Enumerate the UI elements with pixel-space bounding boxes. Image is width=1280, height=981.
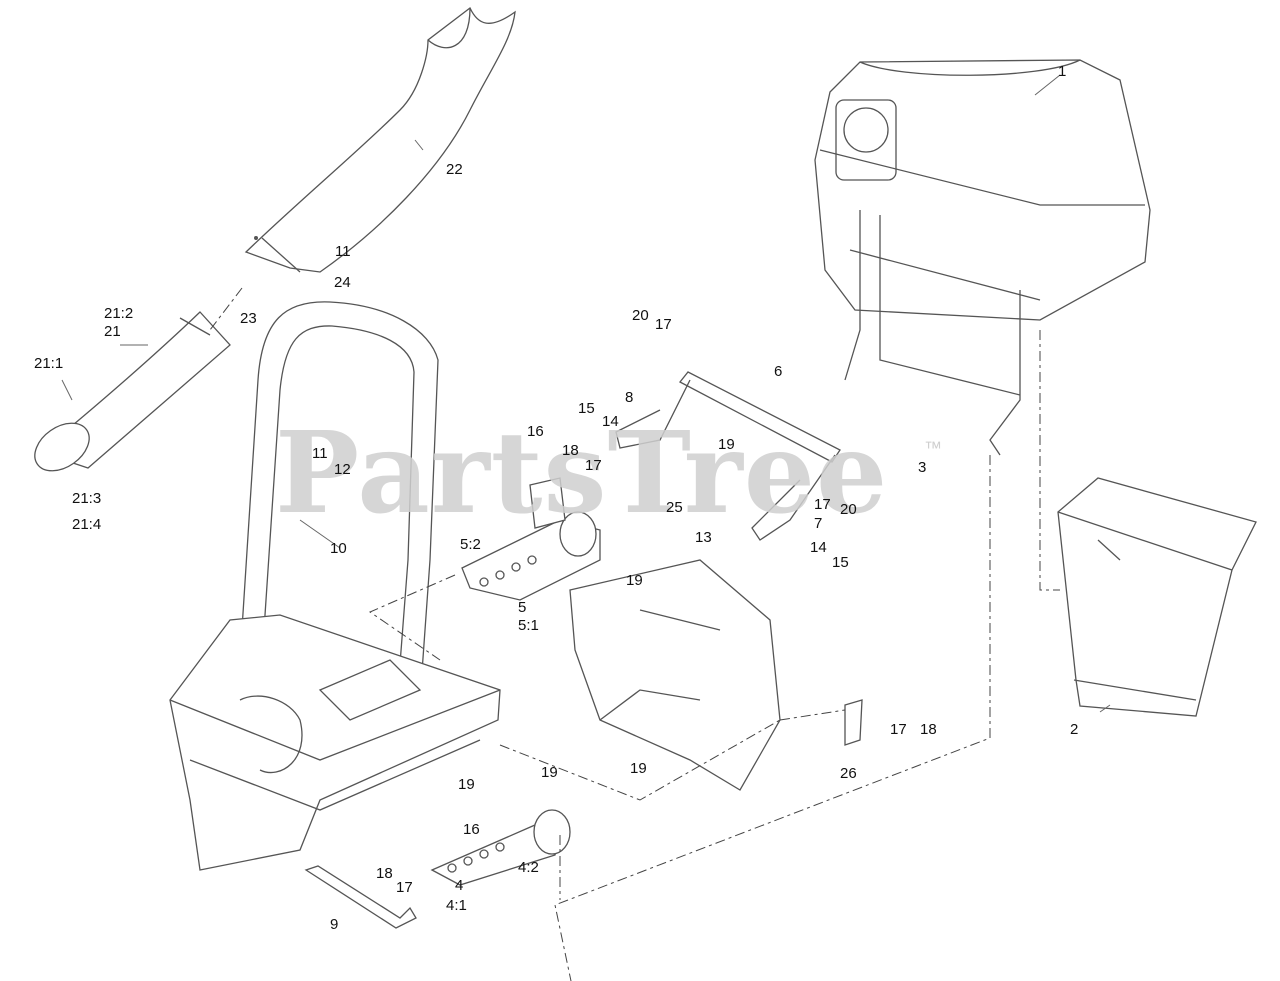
- mount-bracket-5-part: [461, 477, 601, 601]
- callout-21: 21: [104, 323, 121, 340]
- callout-10: 10: [330, 540, 347, 557]
- callout-11-lower: 11: [312, 445, 328, 462]
- callout-20-a: 20: [632, 307, 649, 324]
- grass-bag-part: [1057, 477, 1257, 717]
- callout-11-upper: 11: [335, 243, 351, 260]
- callout-19-b: 19: [626, 572, 643, 589]
- strap-9-part: [304, 865, 417, 929]
- callout-1: 1: [1058, 63, 1067, 80]
- callout-17-c: 17: [814, 496, 831, 513]
- callout-22: 22: [446, 161, 463, 178]
- callout-19-e: 19: [541, 764, 558, 781]
- callout-5-1: 5:1: [518, 617, 539, 634]
- callout-17-b: 17: [585, 457, 602, 474]
- callout-26: 26: [840, 765, 857, 782]
- callout-7: 7: [814, 515, 823, 532]
- callout-3: 3: [918, 459, 927, 476]
- deck-cover-part: [569, 559, 781, 791]
- callout-18-c: 18: [376, 865, 393, 882]
- callout-24: 24: [334, 274, 351, 291]
- callout-9: 9: [330, 916, 339, 933]
- callout-14-a: 14: [602, 413, 619, 430]
- callout-4: 4: [455, 877, 464, 894]
- callout-4-1: 4:1: [446, 897, 467, 914]
- callout-5-2: 5:2: [460, 536, 481, 553]
- callout-19-c: 19: [630, 760, 647, 777]
- partstree-watermark: PartsTree: [275, 408, 889, 539]
- bagger-hopper-part: [814, 59, 1151, 456]
- callout-18-a: 18: [562, 442, 579, 459]
- callout-8: 8: [625, 389, 634, 406]
- callout-17-a: 17: [655, 316, 672, 333]
- callout-2: 2: [1070, 721, 1079, 738]
- tractor-frame-part: [169, 614, 501, 871]
- callout-16-a: 16: [527, 423, 544, 440]
- callout-23: 23: [240, 310, 257, 327]
- bracket-26-part: [844, 699, 863, 746]
- callout-20-b: 20: [840, 501, 857, 518]
- callout-21-1: 21:1: [34, 355, 64, 372]
- mount-bracket-4-part: [430, 809, 571, 886]
- callout-21-3: 21:3: [72, 490, 102, 507]
- callout-6: 6: [774, 363, 783, 380]
- callout-16-b: 16: [463, 821, 480, 838]
- callout-12: 12: [334, 461, 351, 478]
- callout-leaders: [61, 74, 1111, 713]
- callout-14-b: 14: [810, 539, 827, 556]
- callout-21-4: 21:4: [72, 516, 102, 533]
- callout-19-a: 19: [718, 436, 735, 453]
- callout-15-b: 15: [832, 554, 849, 571]
- callout-17-e: 17: [396, 879, 413, 896]
- callout-21-2: 21:2: [104, 305, 134, 322]
- discharge-tube-part: [244, 6, 516, 273]
- callout-25: 25: [666, 499, 683, 516]
- lower-chute-part: [34, 311, 231, 472]
- callout-18-b: 18: [920, 721, 937, 738]
- callout-4-2: 4:2: [518, 859, 539, 876]
- leader-lines: [209, 287, 1060, 981]
- callout-13: 13: [695, 529, 712, 546]
- hanger-bracket-part: [615, 371, 841, 541]
- callout-15-a: 15: [578, 400, 595, 417]
- callout-5: 5: [518, 599, 527, 616]
- callout-17-d: 17: [890, 721, 907, 738]
- rops-frame-part: [239, 301, 439, 701]
- callout-19-d: 19: [458, 776, 475, 793]
- trademark-symbol: ™: [924, 438, 942, 458]
